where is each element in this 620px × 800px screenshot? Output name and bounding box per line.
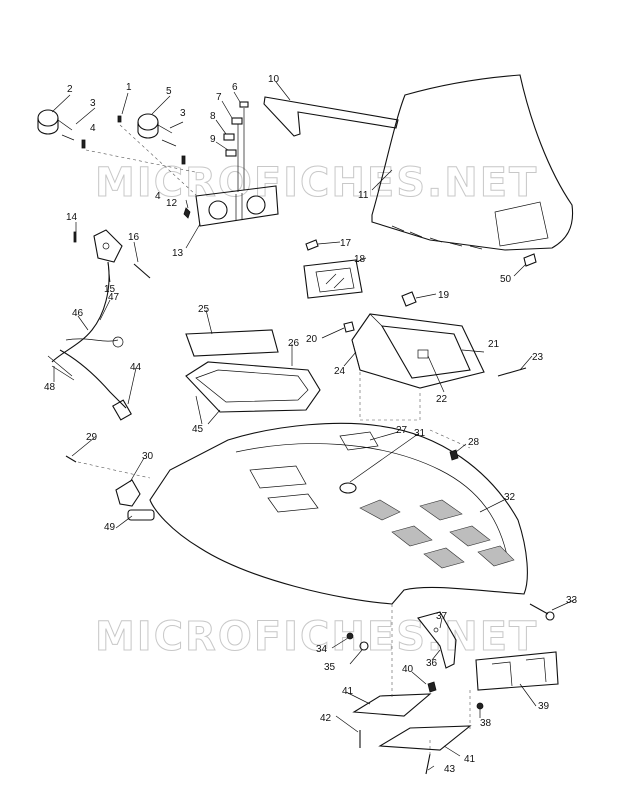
windshield (371, 74, 574, 251)
bulb-17 (305, 239, 319, 251)
switch-assembly (223, 101, 249, 192)
bolt-28 (449, 449, 459, 461)
label-29: 29 (86, 432, 98, 443)
label-11: 11 (358, 190, 369, 201)
bolt-43 (425, 753, 431, 775)
label-17: 17 (340, 238, 352, 249)
label-2: 2 (67, 84, 73, 95)
label-9: 9 (210, 134, 216, 145)
label-14: 14 (66, 212, 78, 223)
bulb-1 (117, 115, 122, 123)
label-40: 40 (402, 664, 414, 675)
pin-29 (65, 455, 77, 463)
wiring-harness (47, 261, 132, 421)
hinge-bracket (417, 611, 457, 669)
gauge-left (37, 109, 75, 141)
bracket-41-lower (378, 725, 472, 751)
plate-18 (303, 259, 363, 299)
label-43: 43 (444, 764, 456, 775)
label-16: 16 (128, 232, 140, 243)
label-4b: 4 (155, 191, 161, 202)
windshield-trim (263, 96, 399, 137)
hood (149, 422, 528, 605)
label-5: 5 (166, 86, 172, 97)
label-13: 13 (172, 248, 184, 259)
handle-49 (127, 509, 155, 521)
label-10: 10 (268, 74, 280, 85)
label-30: 30 (142, 451, 154, 462)
label-6: 6 (232, 82, 238, 93)
label-1: 1 (126, 82, 132, 93)
bracket-15 (93, 229, 123, 263)
label-8: 8 (210, 111, 216, 122)
label-42: 42 (320, 713, 332, 724)
gauge-right (137, 113, 177, 147)
label-36: 36 (426, 658, 438, 669)
label-39: 39 (538, 701, 550, 712)
label-50: 50 (500, 274, 512, 285)
label-24: 24 (334, 366, 346, 377)
watermark-bottom: MICROFICHES.NET (95, 614, 538, 660)
instrument-panel (195, 185, 279, 227)
bolt-16 (133, 263, 151, 279)
label-49: 49 (104, 522, 116, 533)
pin-14 (73, 231, 77, 243)
screw-23 (497, 367, 527, 377)
label-41a: 41 (342, 686, 354, 697)
nut-20 (343, 321, 355, 333)
part-labels: 2 1 3 4 5 3 4 6 7 8 9 10 11 12 13 14 15 … (44, 74, 578, 775)
label-7: 7 (216, 92, 222, 103)
pad-25 (185, 329, 279, 357)
cable-33 (529, 603, 549, 615)
screw-12 (183, 207, 191, 219)
label-25: 25 (198, 304, 210, 315)
label-46: 46 (72, 308, 84, 319)
label-15: 15 (104, 284, 116, 295)
label-26: 26 (288, 338, 300, 349)
label-3b: 3 (180, 108, 186, 119)
bolt-50 (523, 253, 537, 267)
tray-26 (185, 361, 321, 413)
label-31: 31 (414, 428, 426, 439)
label-27: 27 (396, 425, 408, 436)
label-19: 19 (438, 290, 450, 301)
console (351, 313, 485, 389)
hinge-30 (115, 479, 141, 507)
leader-lines (51, 81, 575, 771)
label-4a: 4 (90, 123, 96, 134)
label-48: 48 (44, 382, 56, 393)
label-38: 38 (480, 718, 492, 729)
label-28: 28 (468, 437, 480, 448)
label-22: 22 (436, 394, 448, 405)
screw-4-left (81, 139, 86, 149)
label-45: 45 (192, 424, 204, 435)
label-35: 35 (324, 662, 336, 673)
washer-35 (359, 641, 369, 651)
label-3a: 3 (90, 98, 96, 109)
label-37: 37 (436, 611, 448, 622)
label-20: 20 (306, 334, 318, 345)
label-18: 18 (354, 254, 366, 265)
label-41b: 41 (464, 754, 476, 765)
bracket-41-upper (352, 693, 432, 717)
bolt-40 (427, 681, 437, 693)
label-33: 33 (566, 595, 578, 606)
latch-plate-39 (475, 651, 559, 691)
label-34: 34 (316, 644, 328, 655)
nut-34 (346, 632, 354, 640)
label-21: 21 (488, 339, 500, 350)
label-32: 32 (504, 492, 516, 503)
screw-4-right (181, 155, 186, 165)
watermark-top: MICROFICHES.NET (95, 160, 538, 206)
label-23: 23 (532, 352, 544, 363)
label-47: 47 (108, 292, 120, 303)
label-12: 12 (166, 198, 178, 209)
spring-19 (401, 291, 417, 307)
label-44: 44 (130, 362, 142, 373)
